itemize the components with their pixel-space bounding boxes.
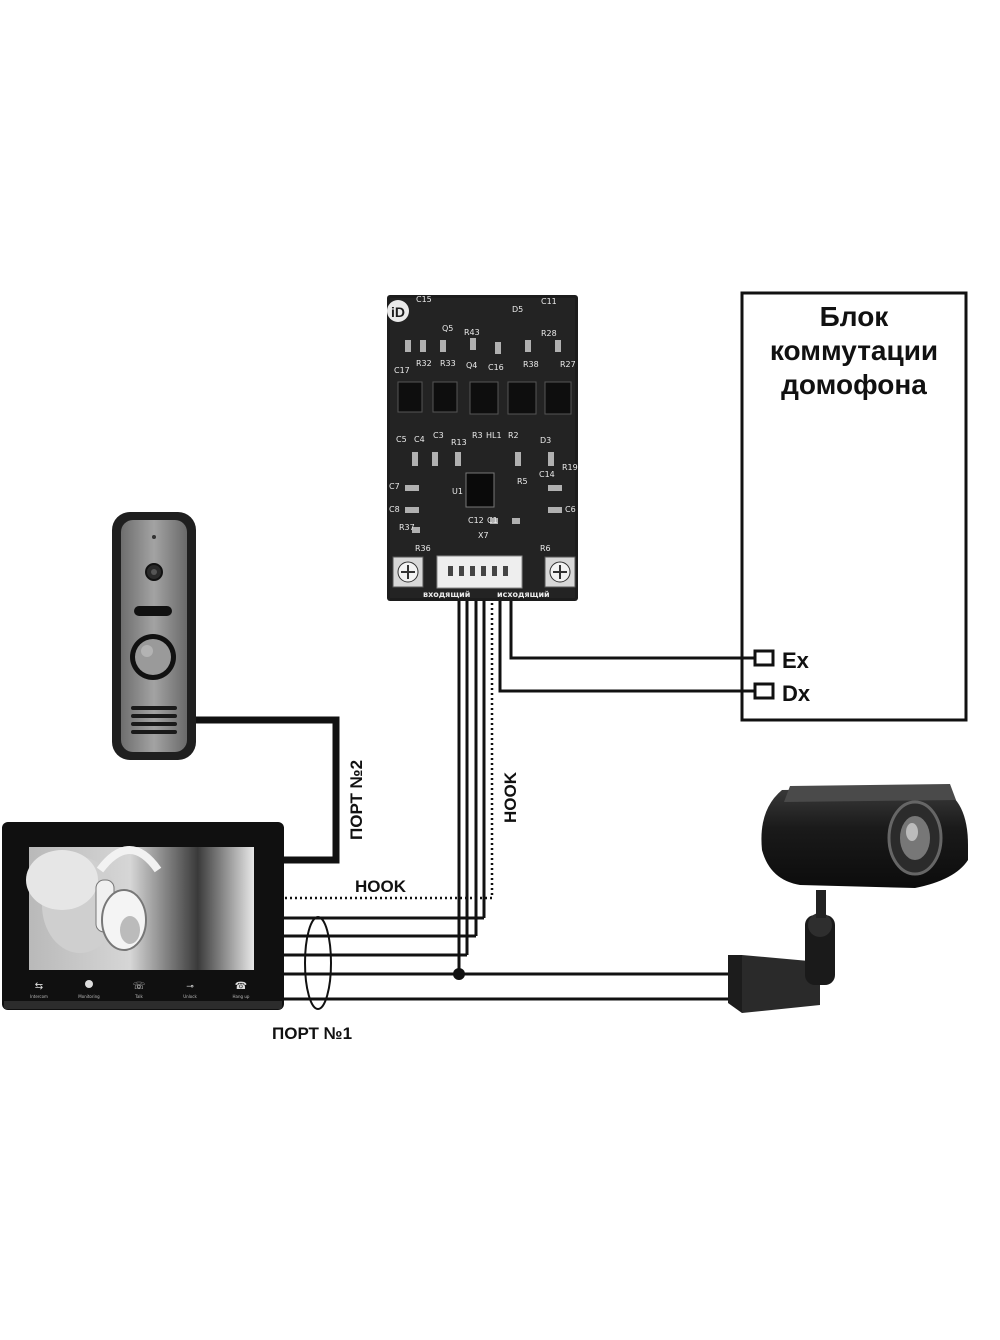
svg-text:R38: R38 xyxy=(523,360,539,369)
trimmer-right xyxy=(544,556,576,588)
svg-text:C14: C14 xyxy=(539,470,555,479)
svg-text:C6: C6 xyxy=(565,505,576,514)
monitor-intercom-button: ⇆ Intercom xyxy=(30,981,48,999)
svg-text:C3: C3 xyxy=(433,431,444,440)
svg-text:C16: C16 xyxy=(488,363,504,372)
svg-text:R3: R3 xyxy=(472,431,483,440)
door-call-panel xyxy=(112,512,196,760)
svg-text:C8: C8 xyxy=(389,505,400,514)
svg-text:C12: C12 xyxy=(468,516,484,525)
monitor-button-row: ⇆ Intercom Monitoring ☏ Talk ⊸ Unlock ☎ … xyxy=(30,980,250,999)
svg-text:Q5: Q5 xyxy=(442,324,453,333)
port1-label: ПОРТ №1 xyxy=(272,1024,352,1043)
svg-text:☎: ☎ xyxy=(235,981,247,992)
terminal-ex xyxy=(753,649,775,667)
wire-ex xyxy=(509,598,755,660)
svg-text:R27: R27 xyxy=(560,360,576,369)
svg-text:U1: U1 xyxy=(452,487,463,496)
wiring xyxy=(192,598,755,1010)
svg-text:C1: C1 xyxy=(487,516,498,525)
hook-horizontal-label: HOOK xyxy=(355,877,407,896)
wire-port2 xyxy=(192,716,340,864)
svg-text:R19: R19 xyxy=(562,463,578,472)
hook-vertical-label: HOOK xyxy=(501,771,520,823)
svg-text:Intercom: Intercom xyxy=(30,994,48,999)
cctv-camera xyxy=(728,784,968,1013)
switch-block-title-line-1: Блок xyxy=(819,301,889,332)
switch-block-title-line-3: домофона xyxy=(781,369,927,400)
svg-text:⇆: ⇆ xyxy=(35,981,43,992)
svg-text:Hang up: Hang up xyxy=(233,994,250,999)
switch-block-title-line-2: коммутации xyxy=(769,335,939,366)
port2-label: ПОРТ №2 xyxy=(347,760,366,840)
pcb-silkscreen: C15 D5 C11 Q5 R43 R28 C17 R32 R33 Q4 C16… xyxy=(389,295,578,532)
monitor-hangup-button: ☎ Hang up xyxy=(233,981,250,999)
monitor-unlock-button: ⊸ Unlock xyxy=(183,982,197,999)
svg-text:C11: C11 xyxy=(541,297,557,306)
module-logo xyxy=(387,300,409,322)
svg-text:C17: C17 xyxy=(394,366,410,375)
module-port-in-label: входящий xyxy=(423,590,470,599)
monitor-monitoring-button: Monitoring xyxy=(78,980,100,999)
svg-text:D3: D3 xyxy=(540,436,551,445)
connector-label: X7 xyxy=(478,531,489,540)
port1-loop xyxy=(304,916,332,1010)
svg-text:R13: R13 xyxy=(451,438,467,447)
svg-text:R28: R28 xyxy=(541,329,557,338)
svg-text:D5: D5 xyxy=(512,305,523,314)
svg-text:HL1: HL1 xyxy=(486,431,502,440)
wire-hook xyxy=(283,598,494,900)
terminal-ex-label: Ex xyxy=(782,648,810,673)
terminal-dx xyxy=(753,682,775,700)
svg-text:R5: R5 xyxy=(517,477,528,486)
svg-text:C15: C15 xyxy=(416,295,432,304)
trimmer-left xyxy=(392,556,424,588)
svg-text:C7: C7 xyxy=(389,482,400,491)
svg-text:Unlock: Unlock xyxy=(183,994,197,999)
wire-dx xyxy=(498,598,755,693)
svg-text:Monitoring: Monitoring xyxy=(78,994,100,999)
terminal-dx-label: Dx xyxy=(782,681,811,706)
svg-text:R2: R2 xyxy=(508,431,519,440)
intercom-switch-block: Ex Dx xyxy=(740,291,968,722)
trimmer-right-label: R6 xyxy=(540,544,551,553)
svg-text:☏: ☏ xyxy=(133,981,146,992)
svg-text:Talk: Talk xyxy=(134,994,143,999)
monitor-talk-button: ☏ Talk xyxy=(133,981,146,999)
video-monitor: ⇆ Intercom Monitoring ☏ Talk ⊸ Unlock ☎ … xyxy=(2,822,284,1010)
switch-block-title: Блок коммутации домофона xyxy=(742,300,966,402)
interface-module: iD C15 D5 C11 Q5 R43 R28 C17 xyxy=(387,295,578,601)
svg-text:R33: R33 xyxy=(440,359,456,368)
svg-text:Q4: Q4 xyxy=(466,361,477,370)
module-logo-text: iD xyxy=(391,304,405,320)
svg-text:⊸: ⊸ xyxy=(186,982,194,992)
svg-text:C4: C4 xyxy=(414,435,425,444)
svg-text:R32: R32 xyxy=(416,359,432,368)
panel-speaker-grille xyxy=(131,706,177,734)
svg-text:R43: R43 xyxy=(464,328,480,337)
trimmer-left-label: R36 xyxy=(415,544,431,553)
svg-text:R37: R37 xyxy=(399,523,415,532)
svg-text:C5: C5 xyxy=(396,435,407,444)
module-port-out-label: исходящий xyxy=(497,590,550,599)
chip-u1 xyxy=(465,472,495,508)
junction-dot xyxy=(453,968,465,980)
